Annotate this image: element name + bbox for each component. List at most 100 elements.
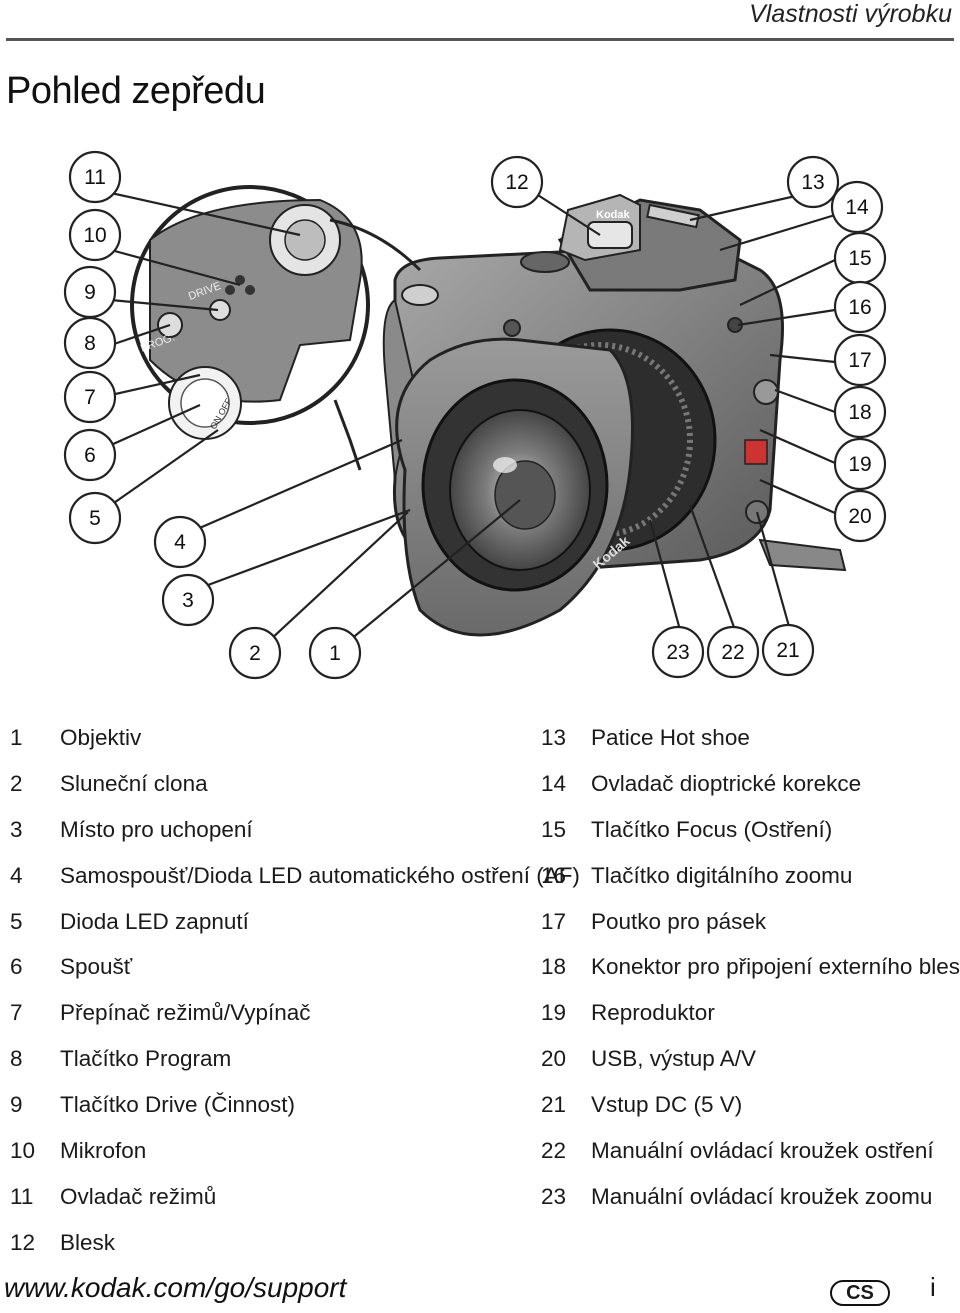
- legend-label: Manuální ovládací kroužek ostření: [591, 1138, 934, 1164]
- legend-item: 20 USB, výstup A/V: [541, 1041, 960, 1087]
- callout-1: 1: [308, 626, 362, 680]
- legend-number: 21: [541, 1092, 567, 1118]
- leader-lines: [110, 189, 836, 641]
- legend-item: 11 Ovladač režimů: [10, 1179, 580, 1225]
- callout-13: 13: [786, 155, 840, 209]
- svg-text:18: 18: [848, 401, 871, 424]
- svg-text:17: 17: [848, 349, 871, 372]
- legend-label: Tlačítko Program: [60, 1046, 232, 1072]
- svg-text:22: 22: [721, 641, 744, 664]
- legend-item: 12 Blesk: [10, 1225, 580, 1271]
- svg-text:13: 13: [801, 171, 824, 194]
- svg-text:4: 4: [174, 531, 186, 554]
- legend-number: 12: [10, 1229, 36, 1255]
- legend-item: 22 Manuální ovládací kroužek ostření: [541, 1133, 960, 1179]
- legend-number: 2: [10, 770, 23, 796]
- legend-number: 6: [10, 954, 23, 980]
- legend-number: 15: [541, 816, 567, 842]
- legend-label: Místo pro uchopení: [60, 816, 253, 842]
- legend-number: 18: [541, 954, 567, 980]
- legend-label: Vstup DC (5 V): [591, 1092, 743, 1118]
- svg-text:11: 11: [84, 166, 106, 189]
- svg-text:7: 7: [84, 386, 96, 409]
- legend-number: 23: [541, 1183, 567, 1209]
- legend-item: 2 Sluneční clona: [10, 766, 580, 812]
- legend-label: Mikrofon: [60, 1138, 147, 1164]
- legend-number: 9: [10, 1092, 23, 1118]
- legend-number: 10: [10, 1138, 36, 1164]
- legend-number: 7: [10, 1000, 23, 1026]
- legend-label: Samospoušť/Dioda LED automatického ostře…: [60, 862, 580, 888]
- callout-22: 22: [706, 625, 760, 679]
- legend-label: Blesk: [60, 1229, 116, 1255]
- legend-number: 22: [541, 1138, 567, 1164]
- legend-number: 13: [541, 725, 567, 750]
- legend-number: 5: [10, 908, 23, 934]
- legend-number: 11: [10, 1183, 34, 1209]
- legend-label: Spoušť: [60, 954, 133, 980]
- legend-number: 14: [541, 770, 567, 796]
- legend-number: 17: [541, 908, 567, 934]
- callout-15: 15: [833, 231, 887, 285]
- svg-text:3: 3: [182, 589, 194, 612]
- legend-number: 4: [10, 862, 23, 888]
- legend-number: 19: [541, 1000, 567, 1026]
- legend-label: USB, výstup A/V: [591, 1046, 757, 1072]
- svg-text:10: 10: [83, 224, 106, 247]
- callout-4: 4: [153, 515, 207, 569]
- legend-number: 16: [541, 862, 567, 888]
- legend-label: Dioda LED zapnutí: [60, 908, 249, 934]
- legend-item: 8 Tlačítko Program: [10, 1041, 580, 1087]
- svg-text:14: 14: [845, 196, 869, 219]
- callout-11: 11: [68, 150, 122, 204]
- flash-brand: Kodak: [596, 209, 631, 221]
- camera-front-illustration: Kodak Kodak: [63, 150, 887, 680]
- svg-text:23: 23: [666, 641, 689, 664]
- legend-item: 15 Tlačítko Focus (Ostření): [541, 812, 960, 858]
- legend-item: 9 Tlačítko Drive (Činnost): [10, 1087, 580, 1133]
- callout-23: 23: [651, 625, 705, 679]
- callout-3: 3: [161, 573, 215, 627]
- section-title: Pohled zepředu: [6, 70, 266, 112]
- callout-18: 18: [833, 385, 887, 439]
- legend-number: 8: [10, 1046, 23, 1072]
- legend-label: Tlačítko Focus (Ostření): [591, 816, 833, 842]
- control-detail-inset: DRIVE PROG. ON OFF: [130, 185, 422, 471]
- language-badge: CS: [830, 1280, 890, 1306]
- support-url-link[interactable]: www.kodak.com/go/support: [4, 1272, 347, 1303]
- legend-label: Konektor pro připojení externího blesku: [591, 954, 960, 980]
- legend-number: 1: [10, 725, 23, 750]
- legend-label: Ovladač režimů: [60, 1183, 217, 1209]
- legend-label: Sluneční clona: [60, 770, 208, 796]
- legend-label: Patice Hot shoe: [591, 725, 750, 750]
- callout-12: 12: [490, 155, 544, 209]
- legend-item: 6 Spoušť: [10, 949, 580, 995]
- lens-assembly: Kodak: [395, 328, 717, 637]
- legend-item: 21 Vstup DC (5 V): [541, 1087, 960, 1133]
- svg-text:16: 16: [848, 296, 871, 319]
- svg-text:2: 2: [249, 642, 261, 665]
- legend-item: 5 Dioda LED zapnutí: [10, 904, 580, 950]
- callout-7: 7: [63, 370, 117, 424]
- callout-markers: 11 10 9 8 7 6 5 4 3 2 1 12 13 14 15 16 1…: [63, 150, 887, 680]
- callout-20: 20: [833, 489, 887, 543]
- legend-number: 20: [541, 1046, 567, 1072]
- callout-14: 14: [830, 180, 884, 234]
- svg-text:1: 1: [329, 642, 341, 665]
- svg-text:20: 20: [848, 505, 871, 528]
- svg-text:19: 19: [848, 453, 871, 476]
- legend-item: 10 Mikrofon: [10, 1133, 580, 1179]
- legend-label: Ovladač dioptrické korekce: [591, 770, 862, 796]
- svg-text:8: 8: [84, 332, 96, 355]
- legend-label: Tlačítko Drive (Činnost): [60, 1092, 296, 1118]
- callout-19: 19: [833, 437, 887, 491]
- header-rule: [6, 38, 954, 41]
- svg-text:9: 9: [84, 281, 96, 304]
- legend-item: 14 Ovladač dioptrické korekce: [541, 766, 960, 812]
- running-header: Vlastnosti výrobku: [749, 0, 952, 28]
- legend-label: Reproduktor: [591, 1000, 715, 1026]
